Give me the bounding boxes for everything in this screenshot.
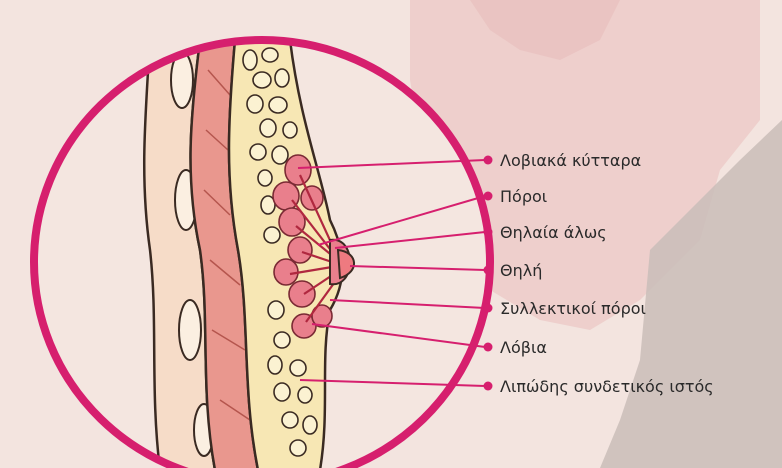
label-ducts: Πόροι: [500, 187, 547, 206]
label-fatty-connective-tissue: Λιπώδης συνδετικός ιστός: [500, 377, 714, 396]
label-nipple: Θηλή: [500, 261, 542, 280]
label-lobular-cells: Λοβιακά κύτταρα: [500, 151, 641, 170]
label-collecting-ducts: Συλλεκτικοί πόροι: [500, 299, 646, 318]
label-lobules: Λόβια: [500, 338, 547, 357]
label-areola: Θηλαία άλως: [500, 223, 607, 242]
